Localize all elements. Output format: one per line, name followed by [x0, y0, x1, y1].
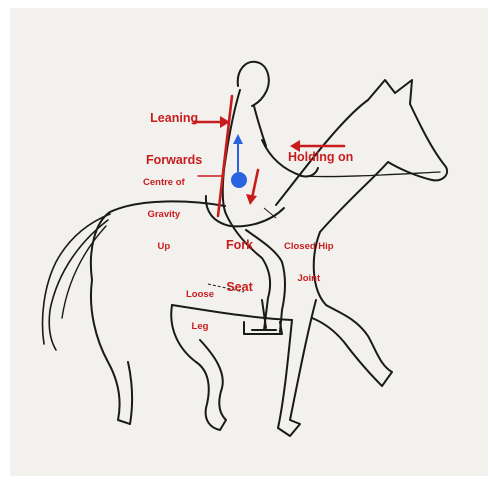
label-fork-seat: Fork Seat	[226, 210, 253, 308]
label-centre-line-1: Centre of	[143, 178, 185, 189]
label-fork-line-2: Seat	[226, 280, 253, 294]
horse-face	[410, 104, 447, 180]
label-closed-hip-line-1: Closed Hip	[284, 242, 334, 253]
label-closed-hip-line-2: Joint	[284, 274, 334, 285]
label-holding-on: Holding on	[288, 122, 353, 178]
label-loose-leg: Loose Leg	[186, 269, 214, 343]
label-centre-of-gravity: Centre of Gravity Up	[143, 157, 185, 263]
label-loose-line-1: Loose	[186, 290, 214, 301]
rider-boot	[244, 322, 282, 334]
label-centre-line-3: Up	[143, 242, 185, 253]
rider-head	[238, 62, 269, 106]
horse-front-leg-raised	[312, 305, 392, 386]
horse-hind-leg-left	[91, 280, 132, 424]
label-loose-line-2: Leg	[186, 322, 214, 333]
fork-arrowhead	[246, 194, 257, 205]
fork-arrow-shaft	[252, 170, 258, 198]
label-holding-on-text: Holding on	[288, 150, 353, 164]
label-fork-line-1: Fork	[226, 238, 253, 252]
label-leaning-line-1: Leaning	[146, 111, 202, 125]
horse-ears	[368, 80, 412, 104]
horse-jaw	[388, 162, 432, 180]
centre-of-gravity-dot	[231, 172, 247, 188]
rider-front	[254, 106, 266, 146]
gravity-up-arrowhead	[233, 134, 243, 144]
label-centre-line-2: Gravity	[143, 210, 185, 221]
leaning-line	[218, 96, 232, 216]
label-closed-hip-joint: Closed Hip Joint	[284, 221, 334, 295]
